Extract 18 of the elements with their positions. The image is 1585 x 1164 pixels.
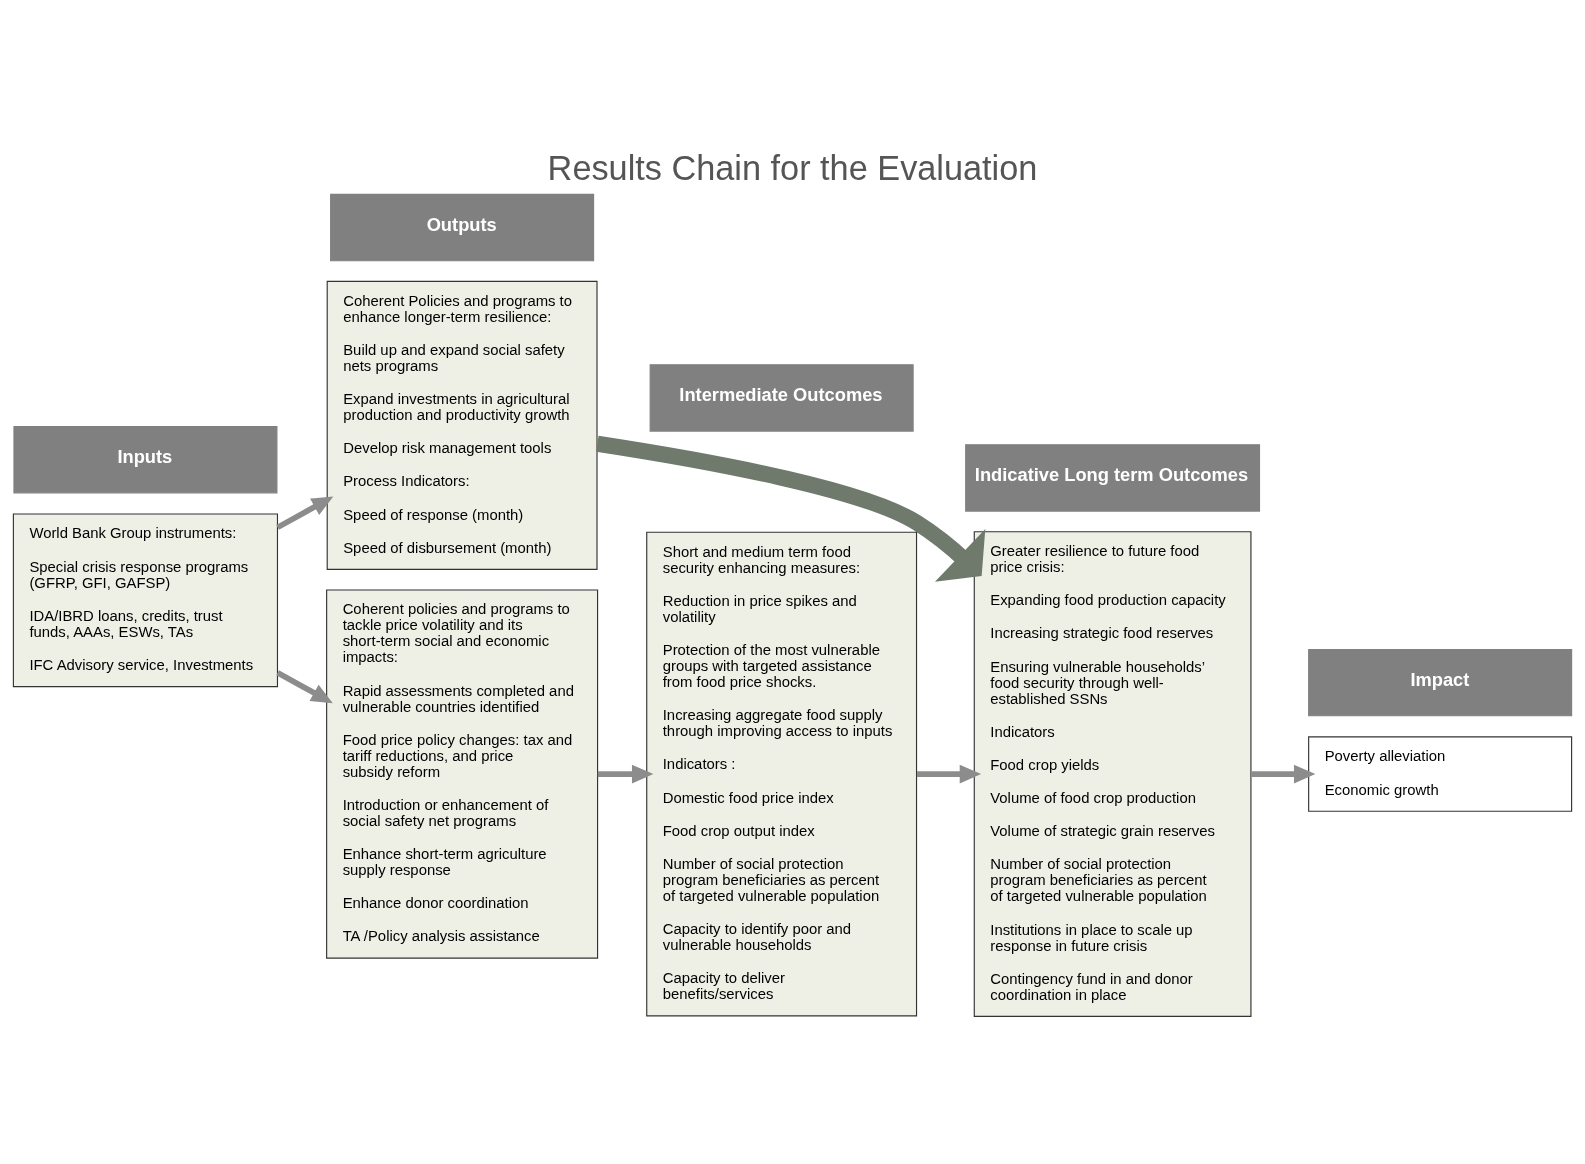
- node-box: Greater resilience to future food price crisis: Expanding food production capacity Increasing strategic food reserves Ensuring vulnerable households’ food security through well-established SSNs Indicators Food crop yields Volume of food crop production Volume of strategic grain reserves Number of social protection program beneficiaries as percent of targeted vulnerable population Institutions in place to scale up response in future crisis Contingency fund in and donor coordination in place: [973, 531, 1252, 1017]
- node-box: Coherent Policies and programs to enhance longer-term resilience: Build up and expand social safety nets programs Expand investments in agricultural production and productivity growth Develop risk management tools Process Indicators: Speed of response (month) Speed of disbursement (month): [326, 280, 598, 570]
- node-box: Short and medium term food security enhancing measures: Reduction in price spikes and volatility Protection of the most vulnerable groups with targeted assistance from food price shocks. Increasing aggregate food supply through improving access to inputs Indicators : Domestic food price index Food crop output index Number of social protection program beneficiaries as percent of targeted vulnerable population Capacity to identify poor and vulnerable households Capacity to deliver benefits/services: [646, 531, 918, 1017]
- node-box: Outputs: [330, 193, 595, 262]
- node-box: Intermediate Outcomes: [649, 364, 914, 432]
- node-box: Impact: [1308, 648, 1573, 717]
- node-box: Indicative Long term Outcomes: [965, 444, 1261, 512]
- node-box: Coherent policies and programs to tackle price volatility and its short-term social and economic impacts: Rapid assessments completed and vulnerable countries identified Food price policy changes: tax and tariff reductions, and price subsidy reform Introduction or enhancement of social safety net programs Enhance short-term agriculture supply response Enhance donor coordination TA /Policy analysis assistance: [326, 589, 599, 959]
- arrow: [916, 764, 982, 784]
- arrow: [1251, 764, 1316, 784]
- diagram-title: Results Chain for the Evaluation: [547, 148, 1038, 187]
- arrow: [597, 764, 654, 784]
- node-box: World Bank Group instruments: Special crisis response programs (GFRP, GFI, GAFSP) IDA/IBRD loans, credits, trust funds, AAAs, ESWs, TAs IFC Advisory service, Investments: [12, 513, 279, 688]
- arrow: [596, 435, 986, 582]
- arrow: [276, 496, 334, 530]
- node-box: Inputs: [13, 425, 278, 494]
- node-box: Poverty alleviation Economic growth: [1308, 736, 1573, 812]
- arrow: [276, 670, 333, 704]
